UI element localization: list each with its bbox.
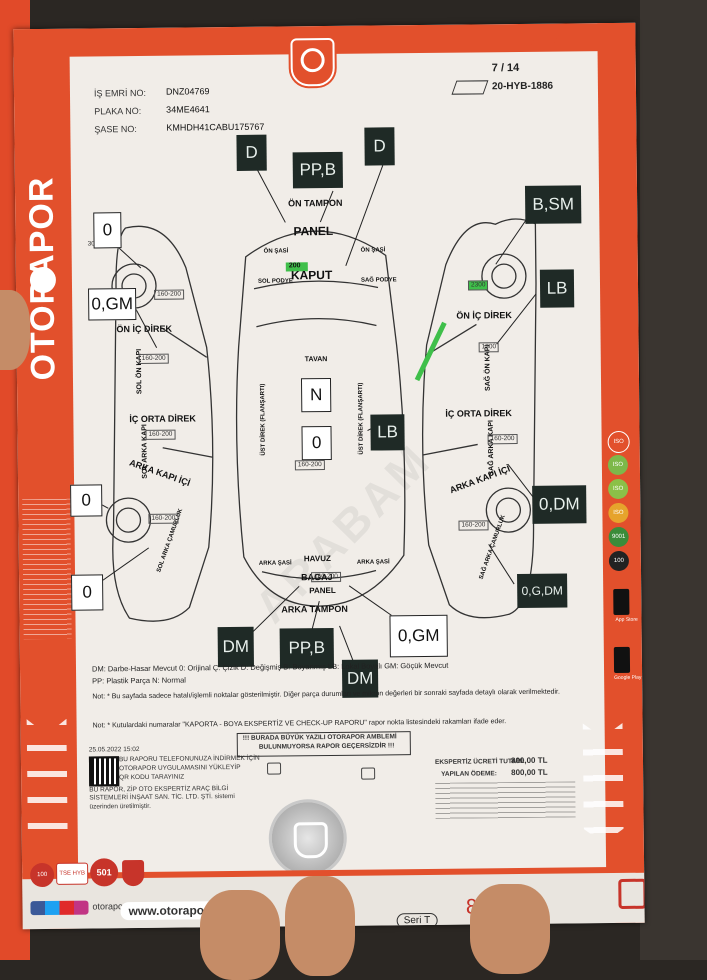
badge-100-icon: 100 [30,862,55,888]
kaput-reading: 200 [288,262,301,270]
google-play-label: Google Play [614,674,642,682]
social-icons[interactable] [30,900,89,916]
bottom-finger-2 [285,876,355,976]
iso-badge-5-icon: 9001 [608,526,629,548]
on-sasi-right-label: ÖN ŞASİ [360,247,386,254]
qr-text-2: OTORAPOR UYGULAMASINI YÜKLEYİP [119,763,241,773]
legend-line-2: PP: Plastik Parça N: Normal [92,675,186,686]
ust-direk-left-label: ÜST DİREK (FLANŞARTI) [260,383,267,456]
arka-sasi-right-label: ARKA ŞASİ [356,559,390,566]
box-roof-bottom: 0 [301,425,332,461]
box-on-tampon-mid: PP,B [292,151,343,189]
reading-rm: 160-200 [487,434,518,445]
iso-badge-4-icon: ISO [608,502,629,524]
box-on-tampon-right: D [364,127,395,166]
tavan-label: TAVAN [304,356,328,364]
fine-print-lines [435,781,576,819]
on-sasi-left-label: ÖN ŞASİ [263,248,289,255]
panel-rear-label: PANEL [309,585,336,596]
box-on-tampon-left: D [236,134,267,171]
box-right-rear-lower: 0,G,DM [517,573,568,609]
qr-text-3: QR KODU TARAYINIZ [119,773,185,782]
ust-direk-right-label: ÜST DİREK (FLANŞARTI) [358,382,365,455]
box-arka-left: DM [217,626,254,668]
stamp-icon-1 [266,762,282,775]
right-chevrons-icon [583,723,624,843]
box-left-front-door-top: 0,GM [88,288,137,321]
iso-badge-2-icon: ISO [607,454,629,476]
bottom-right-logo-icon [618,878,645,909]
left-fine-print [22,498,72,640]
sag-arka-kapi-label: SAĞ ARKA KAPI [487,420,496,476]
seal-inner-icon [293,822,329,859]
qr-code-icon [88,756,120,787]
iso-badge-1-icon: ISO [607,430,630,454]
company-text: BU RAPOR, ZİP OTO EKSPERTİZ ARAÇ BİLGİ S… [89,785,235,811]
reading-roof: 160-200 [294,460,325,471]
reading-rf: 2300 [467,280,489,291]
app-store-label: App Store [615,616,638,624]
on-ic-direk-right-label: ÖN İÇ DİREK [456,310,512,321]
badge-tse-icon: TSE HYB [56,862,89,885]
on-ic-direk-left-label: ÖN İÇ DİREK [116,323,173,335]
bottom-finger-3 [470,884,550,974]
seri-label: Seri T [396,912,438,929]
on-tampon-label: ÖN TAMPON [288,197,343,209]
havuz-label: HAVUZ [303,553,331,564]
box-right-front-door: LB [539,269,575,308]
box-roof-top: N [300,377,332,413]
iso-badge-6-icon: 100 [608,550,630,572]
box-arka-right: 0,GM [389,614,448,658]
reading-rr: 160-200 [458,520,489,532]
box-left-rear-bottom: 0 [70,484,103,517]
left-finger [0,290,30,370]
stamp-icon-2 [361,767,376,780]
box-left-rear-lower: 0 [71,574,104,611]
bottom-finger-1 [200,890,280,980]
reading-lr: 160-200 [148,513,179,525]
warning-sub: BULUNMUYORSA RAPOR GEÇERSİZDİR !!! [258,742,395,751]
kaput-label: KAPUT [290,267,333,283]
box-right-roof: LB [370,414,405,451]
reading-lf1: 160-200 [154,289,185,301]
yapilan-value: 800,00 TL [511,767,548,778]
app-store-button[interactable] [613,588,630,616]
sag-podye-label: SAĞ PODYE [360,277,397,284]
ic-orta-direk-right-label: İÇ ORTA DİREK [445,408,512,419]
iso-badge-3-icon: ISO [608,478,629,500]
google-play-button[interactable] [613,646,631,674]
badge-501-icon: 501 [89,858,119,887]
box-right-rear: 0,DM [532,485,587,524]
background-edge [640,0,707,960]
shield-icon [122,859,145,887]
box-left-front: 0 [93,212,122,249]
box-right-front: B,SM [524,185,582,224]
reading-lm: 160-200 [145,429,176,441]
left-chevrons-icon [27,719,68,849]
report-page: OTORAPOR İŞ EMRİ NO: DNZ04769 PLAKA NO: … [13,22,645,930]
reading-rd: 1300 [478,342,500,353]
ekspertiz-value: 800,00 TL [510,755,548,766]
yapilan-label: YAPILAN ÖDEME: [441,770,497,778]
ic-orta-direk-left-label: İÇ ORTA DİREK [129,413,196,425]
reading-rear: 160-200 [311,571,341,583]
arka-sasi-left-label: ARKA ŞASİ [258,560,292,567]
panel-label: PANEL [293,223,334,239]
arka-tampon-label: ARKA TAMPON [281,603,348,615]
report-date: 25.05.2022 15:02 [88,746,140,754]
reading-lf2: 160-200 [138,353,169,365]
sol-podye-label: SOL PODYE [257,278,293,285]
